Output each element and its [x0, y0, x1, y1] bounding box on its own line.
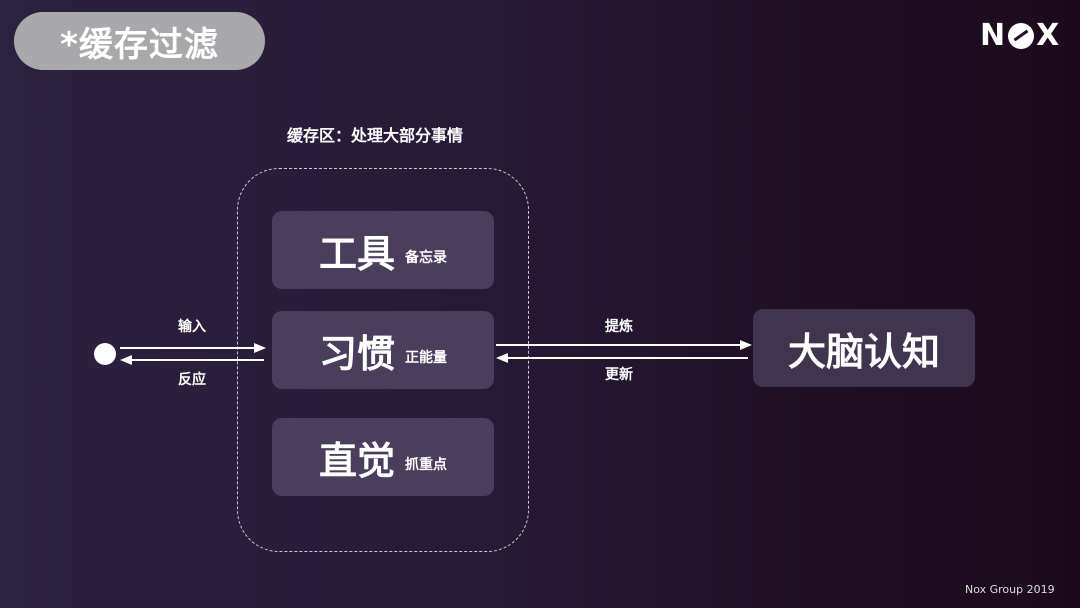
- logo-letter-x: X: [1036, 18, 1061, 53]
- item-title: 工具: [318, 231, 395, 276]
- input-source-dot: [94, 343, 116, 365]
- logo-o-icon: [1008, 22, 1035, 49]
- input-arrowhead-icon: [254, 343, 266, 353]
- brain-cognition-box: 大脑认知: [753, 309, 975, 387]
- slide-title: *缓存过滤: [14, 12, 265, 70]
- cache-item-habits: 习惯正能量: [272, 311, 494, 389]
- item-note: 备忘录: [405, 250, 447, 266]
- item-title: 习惯: [318, 331, 395, 376]
- reaction-arrowhead-icon: [120, 355, 132, 365]
- update-arrowhead-icon: [496, 353, 508, 363]
- footer-copyright: Nox Group 2019: [965, 583, 1055, 596]
- cache-item-intuition: 直觉抓重点: [272, 418, 494, 496]
- cache-item-tools: 工具备忘录: [272, 211, 494, 289]
- refine-label: 提炼: [605, 319, 633, 335]
- reaction-label: 反应: [178, 372, 206, 388]
- item-title: 直觉: [318, 438, 395, 483]
- input-label: 输入: [178, 319, 206, 335]
- logo-letter-n: N: [980, 18, 1007, 53]
- item-note: 抓重点: [405, 457, 447, 473]
- cache-area-label: 缓存区：处理大部分事情: [287, 126, 464, 145]
- update-label: 更新: [605, 367, 633, 383]
- refine-arrowhead-icon: [740, 340, 752, 350]
- item-note: 正能量: [405, 350, 447, 366]
